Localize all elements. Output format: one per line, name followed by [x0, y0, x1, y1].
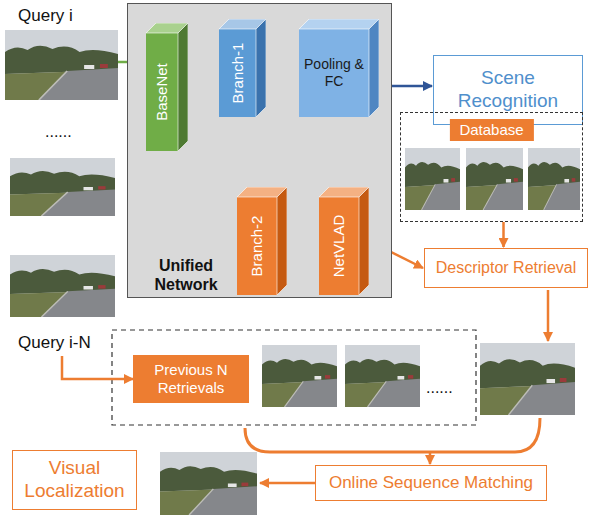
network-block: NetVLAD	[319, 187, 369, 295]
query-photo	[5, 30, 118, 100]
query-label: Query i	[18, 6, 73, 26]
node-text: Descriptor Retrieval	[436, 258, 576, 277]
network-block: Branch-1	[219, 19, 266, 117]
retrieval-photo	[345, 345, 420, 407]
node-text: Previous N Retrievals	[139, 361, 243, 397]
node-text: Visual Localization	[19, 457, 130, 503]
retrieved-photo	[480, 343, 575, 415]
network-block: Branch-2	[237, 187, 287, 295]
block-face	[299, 19, 379, 29]
node-text: Online Sequence Matching	[329, 473, 533, 493]
block-face	[319, 197, 359, 295]
localized-photo	[160, 452, 257, 515]
database-photo	[528, 148, 580, 210]
database-region: Database	[400, 112, 583, 222]
block-face	[237, 197, 277, 295]
query-photo	[10, 158, 115, 216]
block-face	[277, 187, 287, 295]
query-label: Query i-N	[18, 333, 91, 353]
output-box: Scene Recognition	[433, 55, 583, 125]
network-group: Unified Network BaseNet Branch-1 Pooling & …	[127, 3, 392, 298]
ellipsis: ......	[45, 122, 72, 141]
node-text: Unified Network	[138, 256, 234, 294]
node-text: Database	[449, 119, 533, 141]
process-box: Descriptor Retrieval	[424, 248, 588, 288]
retrieval-dashed-box	[112, 330, 476, 425]
node-text: Branch-2	[248, 216, 266, 277]
output-box: Visual Localization	[12, 450, 137, 510]
block-face	[178, 23, 188, 151]
node-text: NetVLAD	[330, 215, 348, 278]
network-block: Pooling & FC	[299, 19, 379, 117]
block-face	[359, 187, 369, 295]
bracket-arrow	[429, 452, 432, 464]
network-block: BaseNet	[146, 23, 188, 151]
output-arrow	[260, 482, 315, 485]
block-face	[256, 19, 266, 117]
sequence-bracket	[245, 418, 540, 452]
retrieval-box: Previous N Retrievals	[133, 355, 249, 403]
node-text: Scene Recognition	[440, 67, 576, 113]
node-text: Branch-1	[229, 43, 247, 104]
flow-arrow	[502, 222, 505, 247]
database-photo	[466, 148, 523, 210]
retrieval-photo	[262, 345, 337, 407]
node-text: BaseNet	[153, 63, 171, 121]
block-face	[369, 19, 379, 117]
block-face	[219, 29, 256, 117]
process-box: Online Sequence Matching	[315, 465, 547, 501]
block-face	[146, 33, 178, 151]
query-photo	[10, 255, 115, 317]
ellipsis: ......	[426, 378, 453, 397]
query-arrow	[62, 356, 133, 379]
retrieval-arrow	[547, 290, 550, 341]
node-text: Pooling & FC	[302, 56, 366, 90]
database-photo	[405, 148, 460, 210]
block-face	[299, 29, 369, 117]
